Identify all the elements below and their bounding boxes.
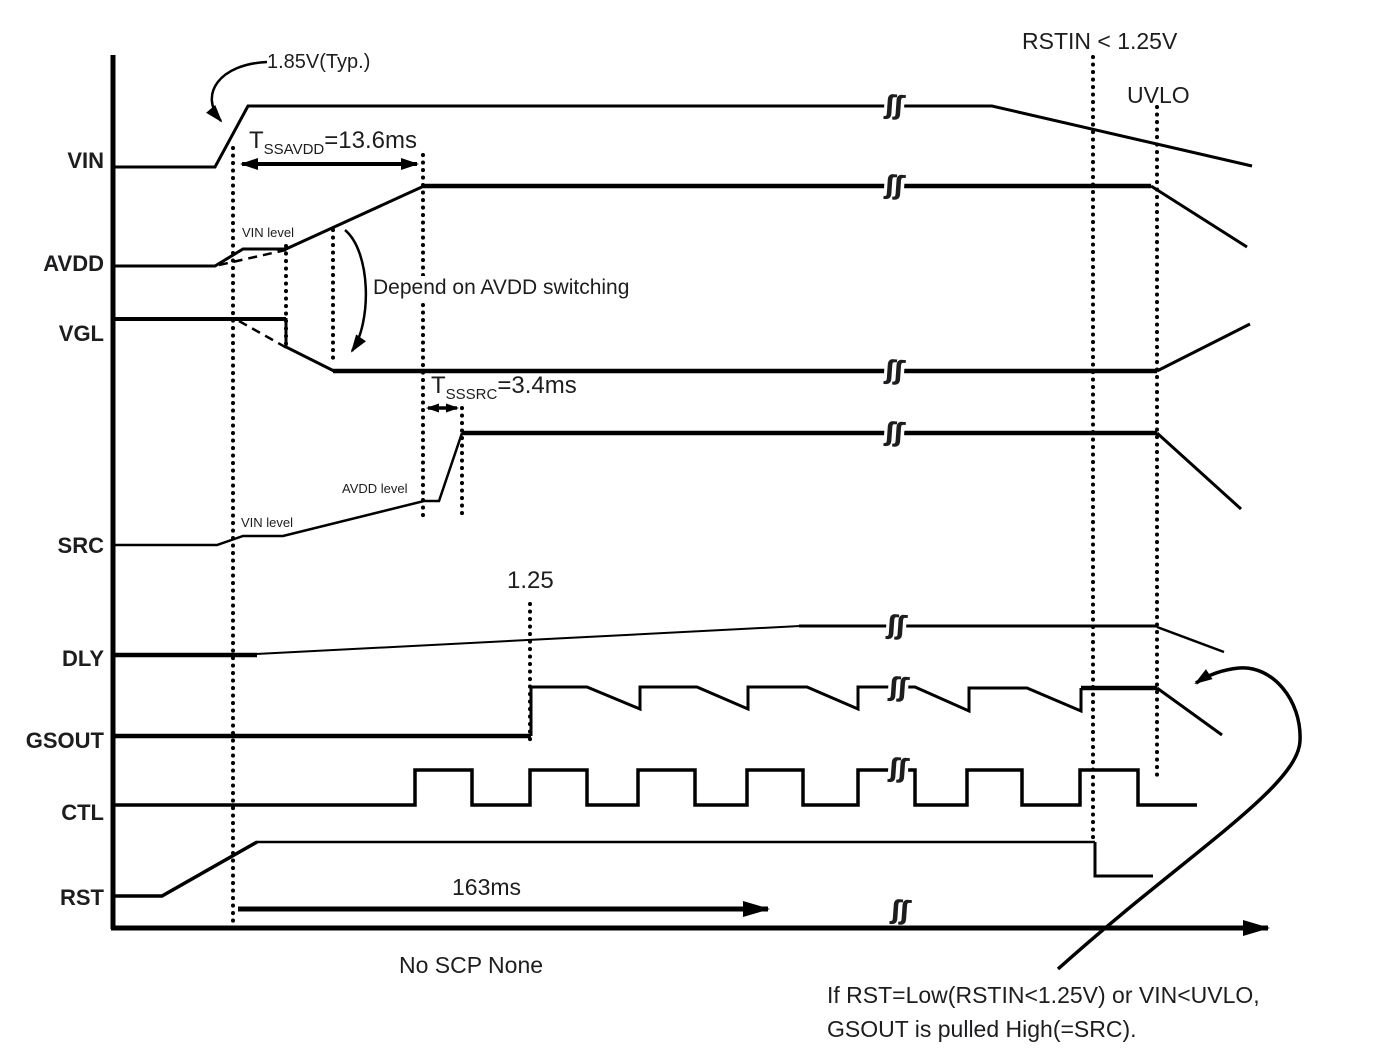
line-break-icon: ʃʃ (887, 672, 909, 704)
line-break-icon: ʃʃ (883, 170, 905, 202)
vgl-alt-dashed (238, 319, 288, 350)
avdd-depend-callout-arrow (344, 229, 368, 353)
t-ssavdd-symbol: T (249, 127, 264, 154)
signal-label-dly: DLY (62, 646, 104, 671)
waveform-avdd (113, 183, 1248, 268)
signal-label-gsout: GSOUT (25, 728, 104, 753)
t-sssrc-subscript: SSSRC (445, 386, 498, 403)
t-sssrc-label: TSSSRC=3.4ms (431, 372, 577, 409)
gsout-footnote: If RST=Low(RSTIN<1.25V) or VIN<UVLO, GSO… (827, 978, 1260, 1046)
waveform-vgl (113, 317, 1251, 374)
avdd-vin-level-label: VIN level (242, 225, 295, 240)
avdd-depend-note: Depend on AVDD switching (370, 276, 633, 300)
t-sssrc-value: =3.4ms (497, 372, 577, 399)
waveform-rst (113, 840, 1153, 898)
t-ssavdd-value: =13.6ms (324, 127, 417, 154)
avdd-alt-dashed (218, 248, 287, 267)
waveform-ctl (113, 768, 1197, 807)
signal-label-avdd: AVDD (43, 251, 104, 276)
gsout-footnote-callout-arrow (1056, 666, 1302, 971)
uvlo-label: UVLO (1127, 82, 1190, 108)
t-ssavdd-subscript: SSAVDD (263, 141, 325, 158)
rstin-threshold-label: RSTIN < 1.25V (1022, 28, 1178, 54)
src-vin-level-label: VIN level (241, 515, 294, 530)
line-break-icon: ʃʃ (883, 355, 905, 387)
vin-typ-callout-arrow (206, 60, 268, 123)
signal-label-src: SRC (57, 533, 104, 558)
waveform-vin (113, 104, 1253, 169)
waveform-dly (113, 624, 1225, 658)
line-break-icon: ʃʃ (889, 895, 911, 927)
waveform-gsout (113, 685, 1223, 739)
line-break-icon: ʃʃ (883, 417, 905, 449)
t-ssavdd-label: TSSAVDD=13.6ms (249, 127, 417, 164)
axes (110, 55, 1270, 936)
signal-label-vin: VIN (67, 148, 104, 173)
gsout-footnote-line2: GSOUT is pulled High(=SRC). (827, 1016, 1137, 1042)
src-avdd-level-label: AVDD level (342, 481, 408, 496)
line-break-icon: ʃʃ (885, 610, 907, 642)
line-break-icon: ʃʃ (887, 753, 909, 785)
dotted-guides (231, 55, 1159, 926)
signal-label-rst: RST (60, 885, 104, 910)
signal-label-ctl: CTL (61, 800, 104, 825)
dly-threshold-label: 1.25 (507, 567, 554, 594)
waveform-src (113, 430, 1243, 547)
t-sssrc-symbol: T (431, 372, 446, 399)
measure-arrows (238, 158, 770, 917)
callout-arrows (206, 60, 1302, 971)
scp-note-label: No SCP None (399, 952, 544, 978)
rst-delay-label: 163ms (452, 874, 522, 900)
vin-typ-label: 1.85V(Typ.) (267, 51, 371, 73)
signal-label-vgl: VGL (58, 321, 104, 346)
gsout-footnote-line1: If RST=Low(RSTIN<1.25V) or VIN<UVLO, (827, 982, 1260, 1008)
line-break-icon: ʃʃ (883, 90, 905, 122)
